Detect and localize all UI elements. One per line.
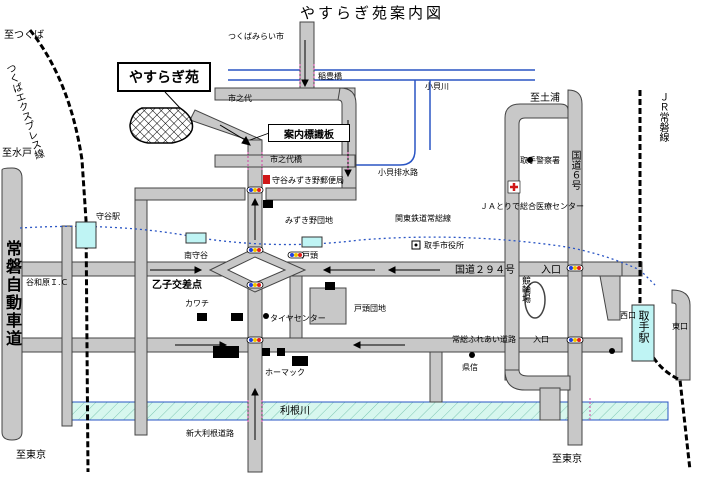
shop-icon-1 [263,200,273,208]
minamimoriya-label: 南守谷 [184,251,208,260]
toride-station-box [631,304,655,362]
dest-tsuchiura: 至土浦 [530,93,560,104]
right-spot-icon [609,348,615,354]
toride-station-label: 取手駅 [637,310,650,343]
mizukino-label: みずき野団地 [285,216,333,225]
togashira-label: 戸頭 [302,251,318,260]
toride-city-hall-label: 取手市役所 [424,241,464,250]
page-title: やすらぎ苑案内図 [300,4,445,22]
shop-icon-2 [197,313,207,321]
shop-icon-3 [231,313,243,321]
kanto-joso-railway [19,225,656,286]
dest-tsukuba: 至つくば [4,30,44,41]
dest-tokyo-left: 至東京 [16,450,46,461]
kawachi-label: カワチ [185,299,209,308]
otogo-label: 乙子交差点 [152,280,202,291]
shop-icon-6 [277,348,285,356]
police-icon [527,157,533,163]
togashira-station-box [301,236,323,248]
station-boxes [75,221,655,362]
togashira-danchi-label: 戸頭団地 [354,304,386,313]
map-symbols [197,157,615,366]
direction-arrows [150,40,440,440]
inaho-bridge-label: 稲豊橋 [318,72,342,81]
route294-label: 国道２９４号 [455,265,515,276]
joso-fureai-exit-label: 入口 [533,335,549,344]
shinoyo-label: 市之代 [228,94,252,103]
minamimoriya-station-box [185,232,207,244]
tire-center-icon [263,313,269,319]
shop-icon-4 [325,282,335,290]
post-office-icon [263,175,270,184]
tire-center-label: タイヤセンター [270,314,326,323]
bridge-markers [247,64,591,422]
yasuragien-site [129,107,194,144]
tsukuba-mirai-label: つくばみらい市 [228,32,284,41]
keirin-track [524,281,546,319]
shop-icon-7 [213,346,239,358]
kokai-river [228,69,535,166]
homac-label: ホーマック [265,368,305,377]
kenshin-icon [469,352,475,358]
otogo-interchange [208,247,307,293]
toride-police-label: 取手警察署 [520,156,560,165]
kanto-joso-label: 関東鉄道常総線 [395,214,451,223]
joban-expressway-road [1,167,23,441]
joban-expressway-label: 常磐自動車道 [3,240,22,348]
post-office-label: 守谷みずき野郵便局 [272,176,344,185]
yasuragien-pointer [164,91,181,109]
shop-icon-5 [262,348,270,356]
dest-tokyo-right: 至東京 [552,454,582,465]
moriya-station-box [75,221,97,249]
tone-river-label: 利根川 [280,406,310,417]
roads [21,21,691,473]
guide-sign-label: 案内標識板 [268,124,350,142]
dest-mito: 至水戸 [2,148,32,159]
west-exit-label: 西口 [620,311,636,320]
east-exit-label: 東口 [672,322,688,331]
shinoyo-bridge-label: 市之代橋 [270,155,302,164]
keirin-label: 競輪場 [520,276,530,303]
tsukuba-express-railway [28,29,90,473]
kokai-drain-label: 小貝排水路 [378,168,418,177]
hospital-label: ＪＡとりで総合医療センター [480,202,584,211]
kokai-river-label: 小貝川 [425,82,449,91]
yawarain-ic-label: 谷和原Ｉ.Ｃ [26,278,69,287]
jr-joban-label: ＪＲ常磐線 [657,92,668,142]
shin-otone-label: 新大利根道路 [186,429,234,438]
kenshin-label: 県信 [462,363,478,372]
route6-label: 国道６号 [569,150,580,190]
traffic-signals [246,186,584,344]
route294-exit-label: 入口 [541,265,561,276]
shop-icon-8 [292,356,308,366]
yasuragien-label: やすらぎ苑 [117,62,211,92]
joso-fureai-label: 常総ふれあい道路 [452,335,516,344]
moriya-station-label: 守谷駅 [96,212,120,221]
